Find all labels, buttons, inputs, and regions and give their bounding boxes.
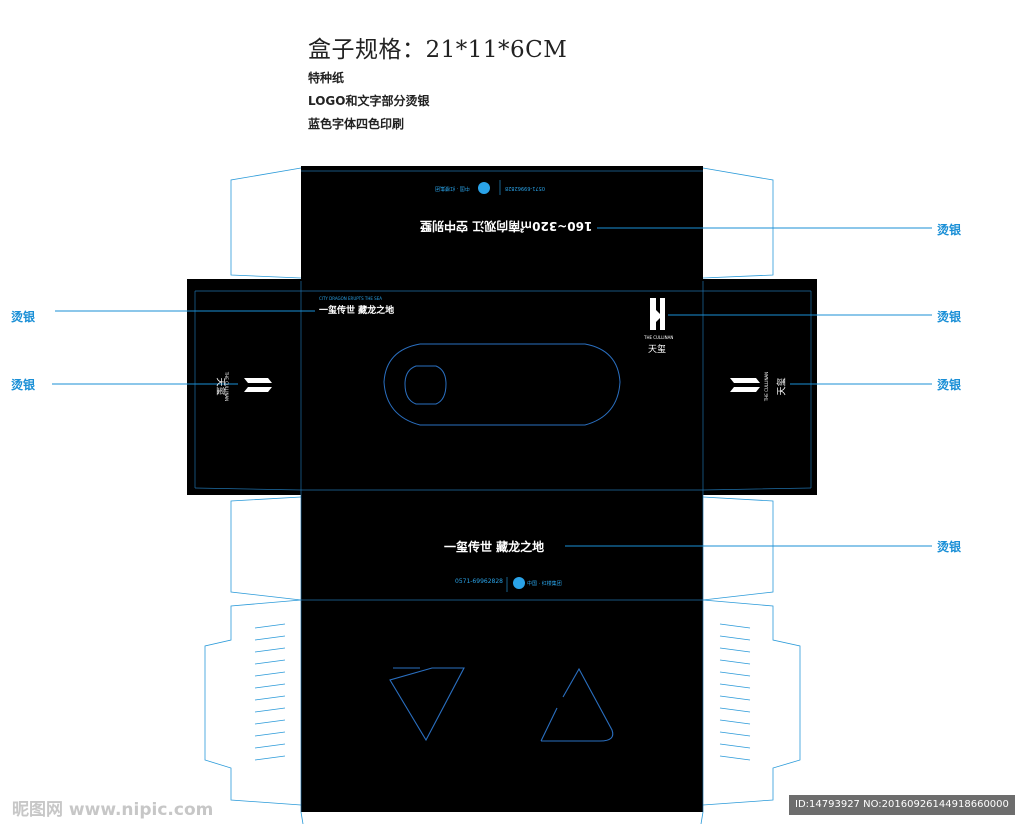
glue-lines (254, 623, 751, 761)
callout-silver-top: 烫银 (937, 223, 962, 237)
spec-title: 盒子规格：21*11*6CM (308, 37, 568, 63)
main-panel-slogan: 一玺传世 藏龙之地 (319, 306, 395, 316)
developer-emblems (478, 180, 525, 592)
callout-silver-right: 烫银 (937, 378, 962, 392)
lower-panel-phone: 0571-69962828 (455, 578, 503, 585)
callout-leaders (52, 227, 932, 547)
lower-panel-slogan: 一玺传世 藏龙之地 (444, 540, 545, 554)
tissue-opening (383, 343, 621, 426)
watermark-id: ID:14793927 NO:20160926144918660000 (789, 795, 1015, 815)
logo-mark-panel (650, 298, 665, 330)
logo-mark-right (730, 378, 760, 392)
fold-lines (194, 170, 812, 812)
brand-en-main: THE CULLINAN (644, 335, 674, 340)
top-panel-slogan: 160~320㎡南向观江 空中别墅 (420, 219, 593, 233)
watermark-site: 昵图网 www.nipic.com (12, 800, 214, 820)
brand-en-right: THE CULLINAN (764, 371, 770, 402)
triangle-cutouts (389, 667, 614, 742)
callout-silver-lower: 烫银 (937, 540, 962, 554)
logo-mark-left (244, 378, 272, 392)
spec-line-silver: LOGO和文字部分烫银 (308, 94, 430, 108)
top-panel-developer: 中国 · 红楼集团 (435, 185, 470, 191)
brand-cn-right: 天玺 (777, 377, 788, 396)
printed-black-area (187, 166, 817, 812)
brand-cn-main: 天玺 (648, 345, 667, 355)
outer-flaps (204, 167, 801, 824)
callout-silver-left-2: 烫银 (11, 378, 36, 392)
spec-line-paper: 特种纸 (308, 71, 345, 85)
spec-line-print: 蓝色字体四色印刷 (308, 117, 405, 131)
callout-silver-logo: 烫银 (937, 310, 962, 324)
lower-panel-developer: 中国 · 红楼集团 (527, 581, 562, 587)
brand-en-left: THE CULLINAN (224, 371, 230, 402)
tagline-en: CITY DRAGON ERUPTS THE SEA (319, 296, 382, 301)
callout-silver-left-1: 烫银 (11, 310, 36, 324)
top-panel-phone: 0571-69962828 (505, 185, 545, 191)
